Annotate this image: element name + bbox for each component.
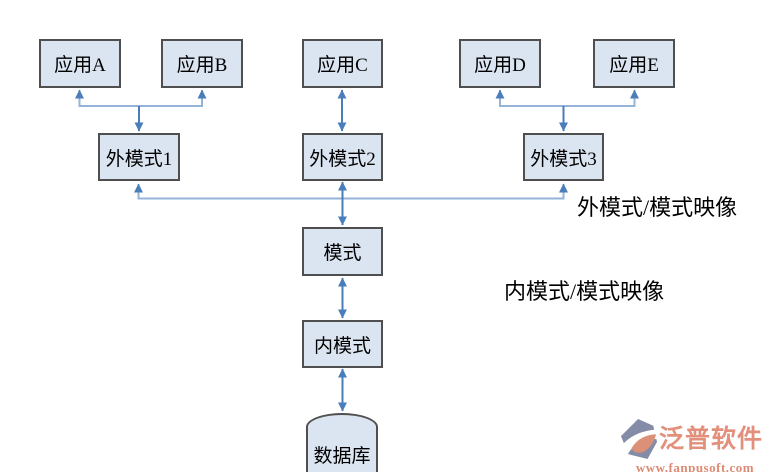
node-external-schema-1: 外模式1 [98, 133, 180, 181]
node-external-schema-3: 外模式3 [523, 133, 604, 181]
label-external-schema-mapping: 外模式/模式映像 [577, 195, 738, 220]
node-schema: 模式 [302, 227, 383, 276]
connector-ext3-to-apps-de [495, 89, 640, 107]
node-app-e: 应用E [593, 39, 675, 88]
connector-ext1-to-apps-ab [74, 89, 207, 107]
node-external-schema-2: 外模式2 [302, 133, 383, 181]
fanpu-url-text: www.fanpusoft.com [635, 460, 755, 472]
node-app-c: 应用C [302, 39, 383, 88]
fanpu-brand-text: 泛普软件 [659, 425, 764, 453]
node-database: 数据库 [306, 413, 378, 472]
fanpu-watermark: 泛普软件 www.fanpusoft.com [620, 418, 765, 472]
node-app-d: 应用D [459, 39, 541, 88]
node-app-b: 应用B [161, 39, 243, 88]
node-app-a: 应用A [39, 39, 121, 88]
label-internal-schema-mapping: 内模式/模式映像 [504, 279, 665, 304]
node-internal-schema: 内模式 [302, 320, 383, 368]
connector-external-mapping-line [133, 183, 569, 200]
fanpu-logo-icon [620, 419, 658, 459]
